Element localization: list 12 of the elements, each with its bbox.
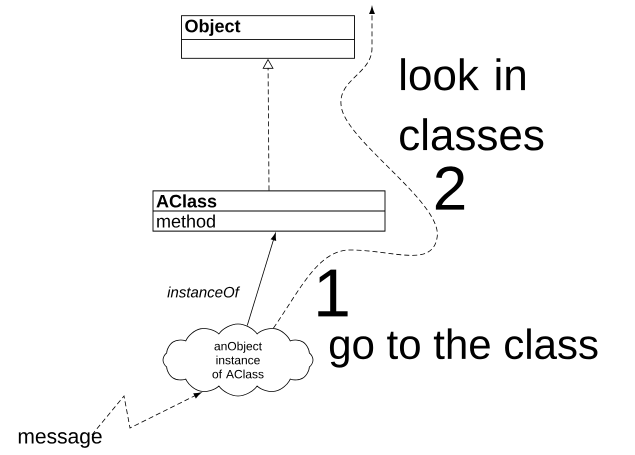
arrow: [91, 392, 202, 436]
edge-label: instanceOf: [166, 285, 240, 298]
class-box: AClass method: [152, 190, 386, 232]
message-text: message: [18, 432, 102, 448]
annotation-text: go to the class: [330, 328, 598, 368]
arrow: [273, 6, 438, 328]
step-number: 1: [318, 270, 348, 316]
arrow: [246, 232, 276, 326]
object-cloud: anObject instance of AClass: [162, 324, 314, 396]
class-box: Object: [181, 15, 355, 59]
annotation-text: look in classes: [400, 58, 544, 150]
step-number: 2: [436, 166, 464, 210]
